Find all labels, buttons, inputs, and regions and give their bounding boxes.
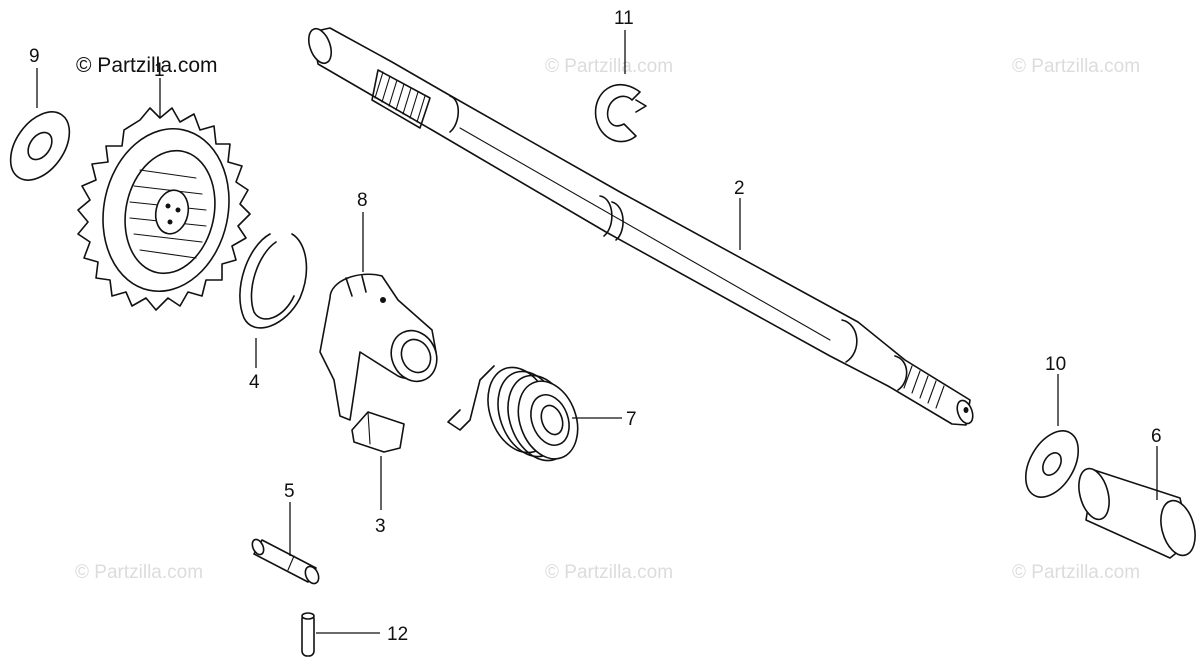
leader-lines <box>36 30 1158 634</box>
callout-8: 8 <box>357 190 368 211</box>
callout-11: 11 <box>614 8 634 29</box>
part-10-washer <box>1024 430 1080 498</box>
callout-5: 5 <box>284 481 295 502</box>
watermark-bottom-right: © Partzilla.com <box>1012 562 1140 583</box>
callout-4: 4 <box>249 372 260 393</box>
part-5-pin <box>251 538 320 585</box>
callout-9: 9 <box>29 46 40 67</box>
watermark-top-center: © Partzilla.com <box>545 56 673 77</box>
callout-3: 3 <box>375 516 386 537</box>
callout-10: 10 <box>1045 354 1066 375</box>
part-7-kick-spring <box>447 365 579 462</box>
watermark-bottom-center: © Partzilla.com <box>545 562 673 583</box>
callout-7: 7 <box>626 409 637 430</box>
part-2-spindle-shaft <box>307 27 974 426</box>
callout-6: 6 <box>1151 426 1162 447</box>
part-6-collar <box>1078 467 1196 559</box>
callout-1: 1 <box>154 60 165 81</box>
part-3-spring-seat <box>351 411 405 453</box>
watermark-top-right: © Partzilla.com <box>1012 56 1140 77</box>
part-12-dowel-pin <box>301 612 315 657</box>
watermark-bottom-left: © Partzilla.com <box>75 562 203 583</box>
part-9-washer <box>9 111 71 181</box>
part-11-clip <box>594 83 647 143</box>
callout-2: 2 <box>734 178 745 199</box>
part-1-gear <box>77 107 251 311</box>
part-8-ratchet <box>319 273 438 421</box>
part-4-circlip <box>239 233 308 329</box>
callout-12: 12 <box>387 624 408 645</box>
copyright-text: © Partzilla.com <box>76 54 218 77</box>
